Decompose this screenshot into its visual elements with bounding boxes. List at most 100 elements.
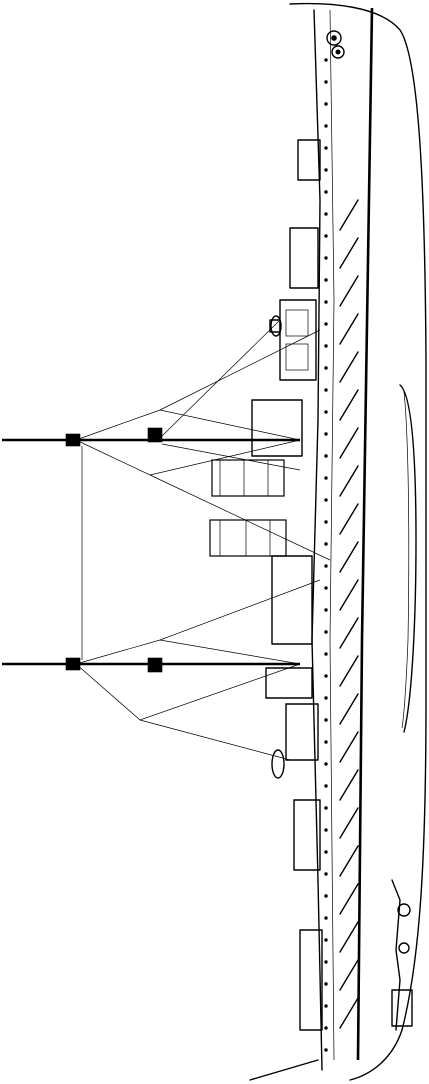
- porthole: [324, 1004, 328, 1008]
- porthole: [324, 674, 328, 678]
- plating-strake: [339, 465, 359, 497]
- anchor-icon: [331, 45, 345, 59]
- hull-outline: [289, 2, 427, 1081]
- after-bridge: [265, 667, 313, 699]
- plating-strake: [339, 237, 359, 269]
- bridge-structure: [279, 299, 317, 381]
- ensign-staff: [249, 1059, 319, 1081]
- porthole: [324, 652, 328, 656]
- porthole: [324, 80, 328, 84]
- porthole: [324, 696, 328, 700]
- boat-deck: [271, 555, 313, 645]
- main-fighting-top: [147, 657, 163, 673]
- plating-strake: [339, 579, 359, 611]
- porthole: [324, 1026, 328, 1030]
- forward-turret: [297, 139, 321, 181]
- midship-deckhouse: [251, 399, 303, 457]
- porthole: [324, 432, 328, 436]
- porthole: [324, 542, 328, 546]
- porthole: [324, 168, 328, 172]
- anchor-icon: [326, 30, 342, 46]
- porthole: [324, 740, 328, 744]
- porthole: [324, 938, 328, 942]
- foremast: [2, 319, 331, 561]
- after-turret: [299, 929, 323, 1031]
- porthole: [324, 102, 328, 106]
- porthole: [324, 234, 328, 238]
- porthole: [324, 476, 328, 480]
- porthole: [324, 850, 328, 854]
- plating-strake: [339, 427, 359, 459]
- superstructure: [209, 139, 323, 1031]
- porthole: [324, 322, 328, 326]
- after-superstructure: [293, 799, 321, 871]
- plating-strake: [339, 693, 359, 725]
- porthole: [324, 146, 328, 150]
- aft-funnel: [209, 519, 287, 557]
- porthole: [324, 982, 328, 986]
- sheer-line: [329, 9, 335, 1061]
- plating-strake: [339, 313, 359, 345]
- plating-strake: [339, 997, 359, 1029]
- porthole: [324, 124, 328, 128]
- plating-strake: [339, 731, 359, 763]
- plating-strake: [339, 351, 359, 383]
- porthole: [324, 454, 328, 458]
- mainmast: [2, 579, 321, 761]
- porthole: [324, 366, 328, 370]
- porthole: [324, 828, 328, 832]
- porthole: [324, 498, 328, 502]
- plating-strake: [339, 503, 359, 535]
- plating-strake: [339, 807, 359, 839]
- porthole: [324, 564, 328, 568]
- plating-strake: [339, 389, 359, 421]
- plating-strake: [339, 883, 359, 915]
- rudder: [391, 989, 413, 1027]
- propeller-icon: [398, 942, 410, 954]
- keel-line: [356, 7, 374, 1061]
- plating-strake: [339, 769, 359, 801]
- porthole: [324, 718, 328, 722]
- hull-plating-strakes: [339, 199, 359, 1029]
- main-top: [65, 657, 81, 671]
- forward-funnel: [211, 459, 285, 497]
- belt-outer: [399, 384, 417, 733]
- bow-anchors: [326, 30, 345, 59]
- fore-top: [65, 433, 81, 447]
- ships-boat: [271, 749, 285, 779]
- porthole: [324, 1048, 328, 1052]
- porthole: [324, 630, 328, 634]
- porthole: [324, 388, 328, 392]
- plating-strake: [339, 959, 359, 991]
- belt-inner: [401, 391, 410, 729]
- porthole: [324, 806, 328, 810]
- forward-casemate: [289, 227, 319, 289]
- deck-edge: [311, 9, 323, 1071]
- porthole: [324, 608, 328, 612]
- porthole: [324, 278, 328, 282]
- plating-strake: [339, 655, 359, 687]
- porthole: [324, 520, 328, 524]
- hull: [289, 2, 427, 1081]
- plating-strake: [339, 199, 359, 231]
- after-casemate: [285, 703, 319, 761]
- porthole: [324, 960, 328, 964]
- porthole: [324, 190, 328, 194]
- porthole: [324, 762, 328, 766]
- porthole: [324, 784, 328, 788]
- plating-strake: [339, 541, 359, 573]
- porthole: [324, 586, 328, 590]
- porthole: [324, 256, 328, 260]
- porthole: [324, 300, 328, 304]
- porthole: [324, 872, 328, 876]
- plating-strake: [339, 617, 359, 649]
- porthole: [324, 916, 328, 920]
- porthole-row: [324, 58, 328, 1052]
- plating-strake: [339, 845, 359, 877]
- porthole: [324, 212, 328, 216]
- porthole: [324, 344, 328, 348]
- porthole: [324, 894, 328, 898]
- porthole: [324, 58, 328, 62]
- fore-fighting-top: [147, 427, 163, 443]
